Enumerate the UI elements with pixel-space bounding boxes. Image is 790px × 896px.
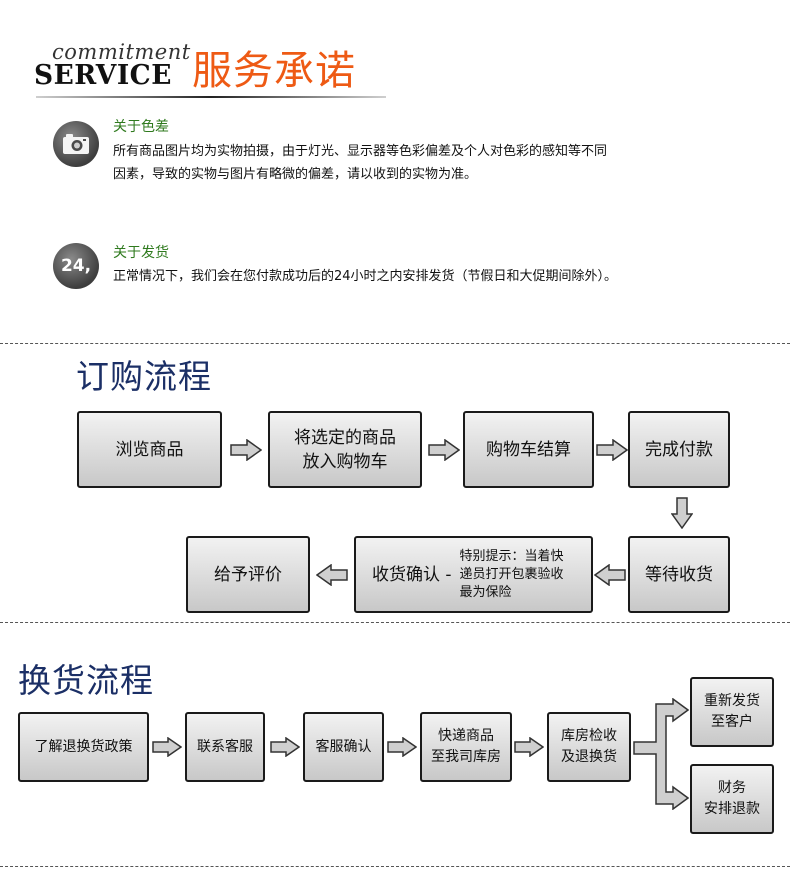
- step-checkout-label: 购物车结算: [486, 439, 571, 460]
- step-resend-line2: 至客户: [711, 714, 753, 730]
- info-title-shipping: 关于发货: [113, 245, 169, 261]
- step-confirm-label: 收货确认 -: [372, 564, 452, 585]
- step-pay: 完成付款: [628, 411, 730, 488]
- step-policy: 了解退换货政策: [18, 712, 149, 782]
- step-resend: 重新发货 至客户: [690, 677, 774, 747]
- tip-line2: 递员打开包裹验收: [459, 566, 564, 582]
- step-cs-confirm-label: 客服确认: [315, 738, 372, 755]
- step-policy-label: 了解退换货政策: [34, 738, 133, 755]
- step-confirm: 收货确认 - 特别提示：当着快 递员打开包裹验收 最为保险: [354, 536, 593, 613]
- arrow-right-icon: [387, 737, 417, 757]
- arrow-right-icon: [428, 439, 460, 461]
- step-check-line2: 及退换货: [561, 749, 617, 765]
- step-check: 库房检收 及退换货: [547, 712, 631, 782]
- arrow-left-icon: [594, 564, 626, 586]
- header-service-text: SERVICE: [34, 60, 172, 91]
- step-check-line1: 库房检收: [561, 728, 617, 744]
- page-title: 服务承诺: [192, 48, 356, 94]
- step-cs-confirm: 客服确认: [303, 712, 384, 782]
- step-ship-line2: 至我司库房: [431, 749, 501, 765]
- step-review: 给予评价: [186, 536, 310, 613]
- step-contact: 联系客服: [185, 712, 265, 782]
- 24h-icon: 24,: [53, 243, 99, 289]
- header-commitment-text: commitment: [52, 40, 191, 64]
- order-flow-title: 订购流程: [76, 357, 212, 396]
- step-add-cart-line2: 放入购物车: [302, 451, 388, 472]
- step-add-cart-line1: 将选定的商品: [294, 427, 396, 448]
- exchange-flow-title: 换货流程: [18, 661, 154, 700]
- step-refund-line1: 财务: [718, 780, 746, 796]
- arrow-right-icon: [514, 737, 544, 757]
- step-browse: 浏览商品: [77, 411, 222, 488]
- step-checkout: 购物车结算: [463, 411, 594, 488]
- step-pay-label: 完成付款: [645, 439, 713, 460]
- step-ship-line1: 快递商品: [438, 728, 494, 744]
- step-review-label: 给予评价: [214, 564, 282, 585]
- step-refund-line2: 安排退款: [704, 801, 760, 817]
- arrow-right-icon: [230, 439, 262, 461]
- tip-line1: 特别提示：当着快: [459, 548, 564, 564]
- arrow-left-icon: [316, 564, 348, 586]
- step-contact-label: 联系客服: [197, 738, 253, 755]
- info-text-color-line2: 因素，导致的实物与图片有略微的偏差，请以收到的实物为准。: [113, 167, 478, 182]
- step-confirm-tip: 特别提示：当着快 递员打开包裹验收 最为保险: [460, 548, 564, 602]
- info-title-color: 关于色差: [113, 119, 169, 135]
- info-text-shipping: 正常情况下，我们会在您付款成功后的24小时之内安排发货（节假日和大促期间除外）。: [113, 269, 618, 284]
- camera-icon: [53, 121, 99, 167]
- arrow-down-icon: [671, 497, 693, 529]
- step-wait-label: 等待收货: [645, 564, 713, 585]
- step-refund: 财务 安排退款: [690, 764, 774, 834]
- arrow-right-icon: [596, 439, 628, 461]
- header-underline: [36, 96, 386, 98]
- step-add-cart: 将选定的商品 放入购物车: [268, 411, 422, 488]
- arrow-right-icon: [152, 737, 182, 757]
- step-ship: 快递商品 至我司库房: [420, 712, 512, 782]
- info-text-color-line1: 所有商品图片均为实物拍摄，由于灯光、显示器等色彩偏差及个人对色彩的感知等不同: [113, 144, 608, 159]
- step-browse-label: 浏览商品: [115, 439, 184, 460]
- step-wait: 等待收货: [628, 536, 730, 613]
- dashed-divider: [0, 866, 790, 867]
- arrow-right-icon: [270, 737, 300, 757]
- step-resend-line1: 重新发货: [704, 693, 760, 709]
- tip-line3: 最为保险: [459, 584, 512, 600]
- dashed-divider: [0, 622, 790, 623]
- dashed-divider: [0, 343, 790, 344]
- branch-arrow-icon: [633, 698, 689, 810]
